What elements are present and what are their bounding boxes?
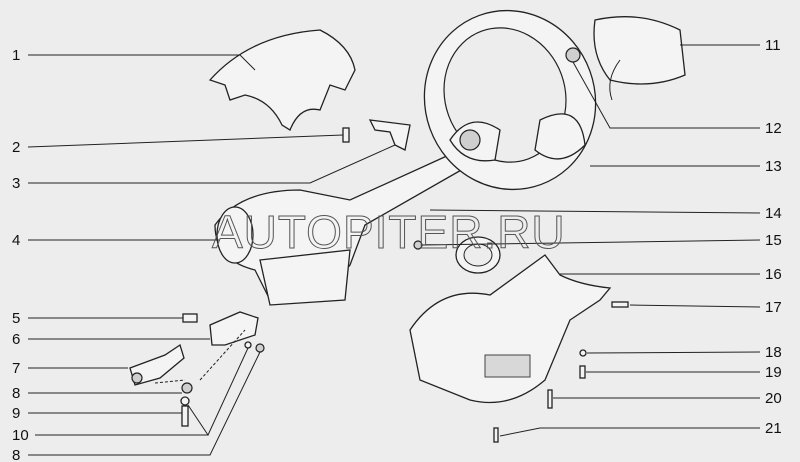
- steering-wheel: [423, 9, 597, 191]
- callout-2: 2: [12, 139, 20, 156]
- bolt-5: [182, 313, 198, 323]
- leader-lines: [27, 44, 761, 456]
- bracket-3: [368, 119, 411, 151]
- callout-14: 14: [765, 205, 782, 222]
- callout-20: 20: [765, 390, 782, 407]
- callout-12: 12: [765, 120, 782, 137]
- screw-17: [611, 301, 629, 308]
- screw-2: [342, 127, 350, 143]
- watermark: AUTOPITER.RU: [212, 206, 566, 258]
- universal-joint-6: [209, 311, 259, 346]
- callout-1: 1: [12, 47, 20, 64]
- screw-20: [547, 389, 553, 409]
- callout-5: 5: [12, 310, 20, 327]
- nut-8: [181, 341, 265, 394]
- washer-10: [180, 396, 190, 406]
- callout-7: 7: [12, 360, 20, 377]
- callout-4: 4: [12, 232, 20, 249]
- callout-3: 3: [12, 175, 20, 192]
- bolt-9: [181, 405, 189, 427]
- screw-21: [493, 427, 499, 443]
- upper-column-cover: [208, 29, 356, 131]
- callout-16: 16: [765, 266, 782, 283]
- assembly-arrow: [154, 329, 246, 384]
- lower-column-cover: [409, 254, 612, 404]
- airbag-11: [593, 16, 686, 101]
- callout-8: 8: [12, 385, 20, 402]
- callout-15: 15: [765, 232, 782, 249]
- callout-17: 17: [765, 299, 782, 316]
- callout-18: 18: [765, 344, 782, 361]
- callout-8b: 8: [12, 447, 20, 462]
- nut-12: [565, 47, 581, 63]
- callout-19: 19: [765, 364, 782, 381]
- callout-11: 11: [765, 37, 781, 54]
- callout-10: 10: [12, 427, 29, 444]
- callout-9: 9: [12, 405, 20, 422]
- universal-joint-7: [129, 343, 185, 386]
- steering-column: [214, 149, 471, 306]
- callout-21: 21: [765, 420, 782, 437]
- washer-18: [579, 349, 587, 357]
- callout-13: 13: [765, 158, 782, 175]
- screw-19: [579, 365, 586, 379]
- callout-6: 6: [12, 331, 20, 348]
